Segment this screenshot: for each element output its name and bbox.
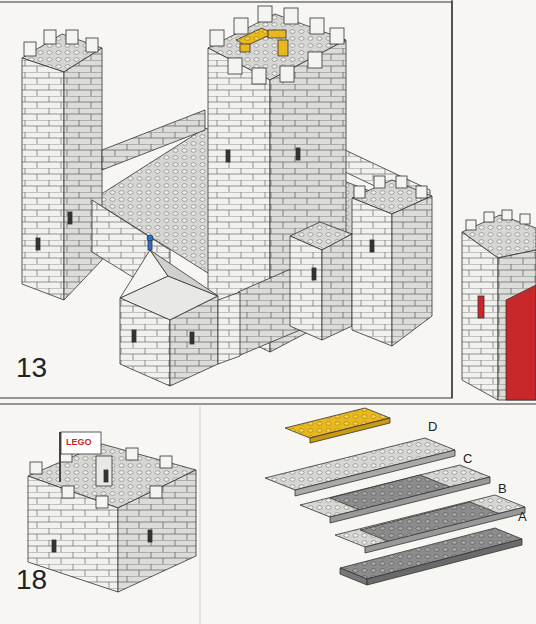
plate-letter: D [428,420,437,433]
step-number: 13 [16,354,47,382]
plate-letter: C [463,452,472,465]
flag-logo: LEGO [66,438,92,447]
plate-letter: A [518,510,527,523]
step-number: 18 [16,566,47,594]
plate-letter: B [498,482,507,495]
